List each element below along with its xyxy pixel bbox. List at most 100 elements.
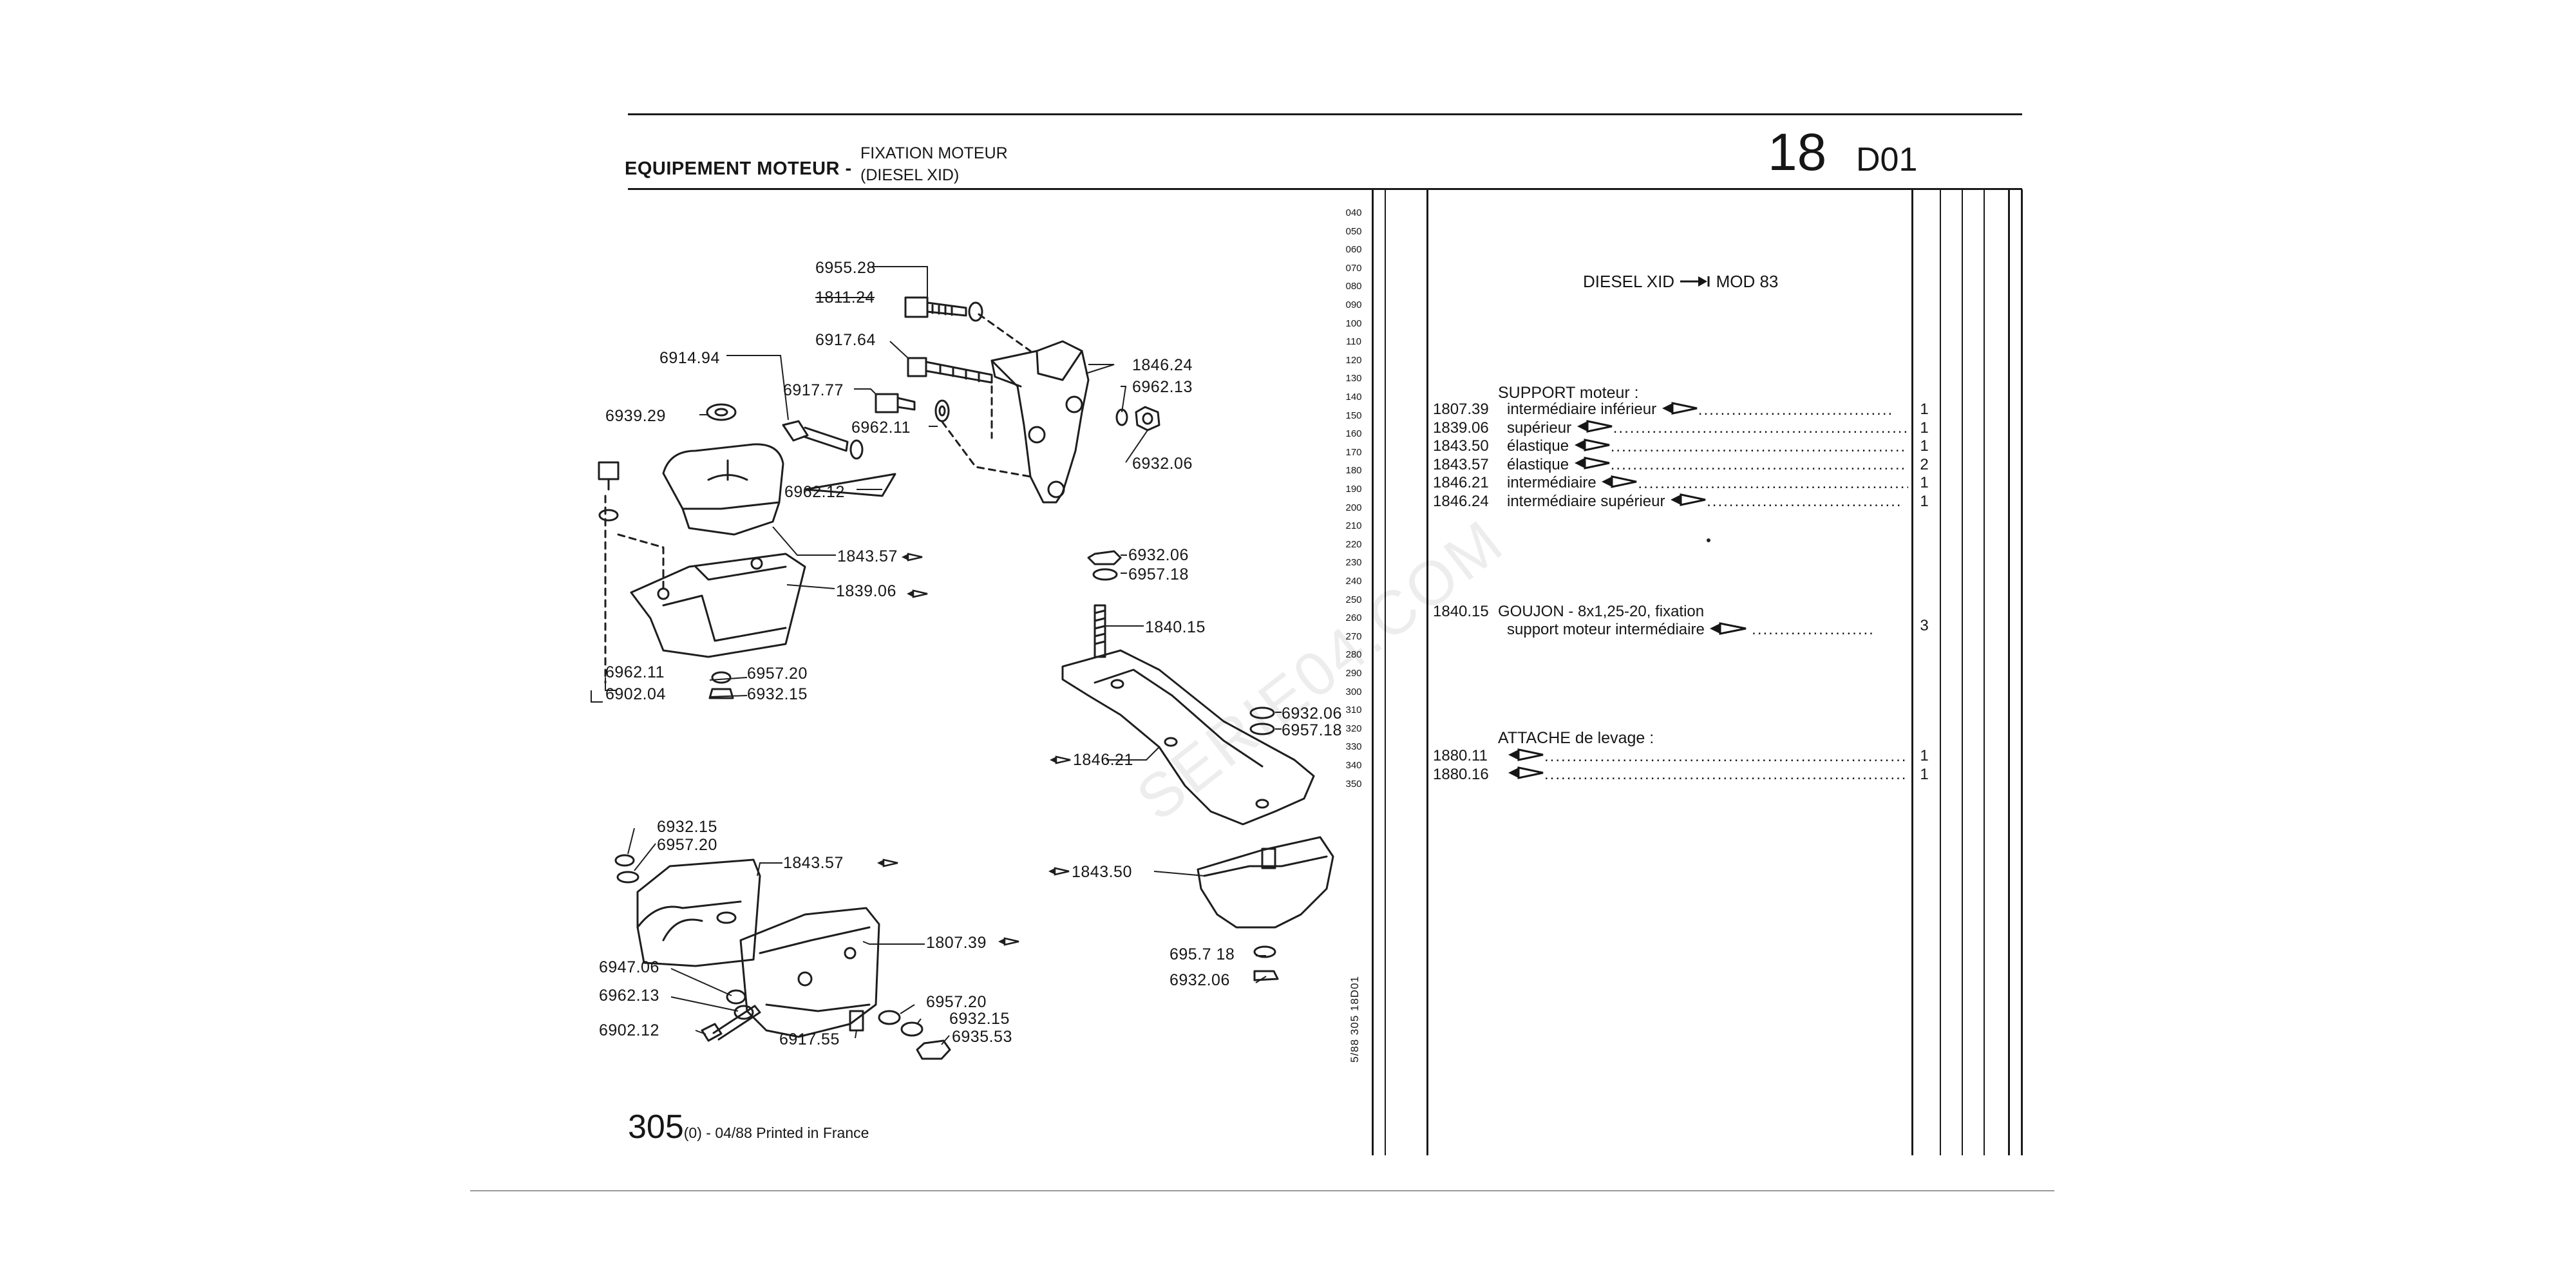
label-1846-21: 1846.21: [1073, 751, 1133, 769]
grid-number: 080: [1345, 281, 1362, 292]
grid-number: 320: [1345, 723, 1362, 734]
grid-number: 130: [1345, 373, 1362, 384]
grid-number: 050: [1345, 225, 1362, 237]
support-item-description: intermédiaire ..........................…: [1507, 474, 1908, 493]
support-heading: SUPPORT moteur :: [1498, 384, 1639, 402]
grid-number: 270: [1345, 630, 1362, 642]
support-item-leader-dots: ........................................…: [1610, 456, 1907, 474]
diamond-arrow-icon: [1573, 456, 1611, 474]
attache-heading: ATTACHE de levage :: [1498, 729, 1654, 747]
label-6902-12: 6902.12: [599, 1021, 659, 1039]
support-item-qty: 1: [1920, 492, 1929, 510]
label-6914-94: 6914.94: [659, 349, 720, 367]
label-6917-77: 6917.77: [783, 381, 844, 399]
support-item-qty: 2: [1920, 455, 1929, 473]
grid-number: 090: [1345, 299, 1362, 310]
header-bottom-rule: [628, 188, 2022, 190]
grid-number: 230: [1345, 557, 1362, 569]
section-title: EQUIPEMENT MOTEUR -: [625, 158, 852, 179]
label-6957-18-bottom: 695.7 18: [1170, 945, 1235, 963]
subtitle-line-1: FIXATION MOTEUR: [860, 144, 1008, 162]
support-item-ref: 1839.06: [1433, 419, 1489, 437]
diamond-arrow-icon: [1669, 493, 1707, 511]
support-item-qty: 1: [1920, 401, 1929, 418]
qty-column-rule-4: [1984, 189, 1985, 1155]
bottom-rule: [470, 1190, 2054, 1191]
label-6917-55: 6917.55: [779, 1030, 840, 1048]
attache-item-qty: 1: [1920, 747, 1929, 764]
goujon-ref: 1840.15: [1433, 603, 1489, 620]
support-item-leader-dots: ........................................…: [1610, 437, 1907, 455]
support-item-description-text: élastique: [1507, 437, 1569, 455]
grid-number: 170: [1345, 446, 1362, 458]
page-footer-text: (0) - 04/88 Printed in France: [683, 1124, 869, 1141]
attache-item-description: ........................................…: [1507, 766, 1905, 784]
diamond-arrow-icon: [1709, 621, 1747, 639]
support-item-qty: 1: [1920, 474, 1929, 491]
grid-number: 180: [1345, 465, 1362, 477]
attache-item-ref: 1880.11: [1433, 747, 1488, 764]
label-6932-15-bottom: 6932.15: [949, 1010, 1010, 1028]
goujon-line-2-text: support moteur intermédiaire: [1507, 621, 1705, 638]
label-1843-57-top: 1843.57: [837, 547, 898, 565]
group-number: 18: [1768, 123, 1827, 182]
attache-item-leader-dots: ........................................…: [1544, 747, 1905, 765]
support-item-description-text: intermédiaire inférieur: [1507, 401, 1657, 418]
label-6947-06: 6947.06: [599, 958, 659, 976]
label-6962-13-top: 6962.13: [1132, 378, 1193, 396]
label-1811-24: 1811.24: [815, 289, 875, 307]
model-name: DIESEL XID: [1583, 272, 1675, 291]
label-6962-13-bottom: 6962.13: [599, 987, 659, 1005]
label-6932-06-center: 6932.06: [1128, 546, 1189, 564]
label-6902-04: 6902.04: [605, 685, 666, 703]
grid-number: 220: [1345, 538, 1362, 550]
support-item-description-text: élastique: [1507, 455, 1569, 473]
subtitle-line-2: (DIESEL XID): [860, 166, 960, 184]
support-item-ref: 1807.39: [1433, 401, 1489, 418]
right-border-rule: [2021, 189, 2023, 1155]
attache-item-ref: 1880.16: [1433, 765, 1489, 783]
goujon-leader-dots: ......................: [1752, 621, 1875, 638]
support-item-description: intermédiaire supérieur ................…: [1507, 493, 1900, 511]
label-6932-15-top: 6932.15: [747, 685, 808, 703]
page-number: 305: [628, 1108, 684, 1146]
support-item-leader-dots: ........................................…: [1707, 493, 1900, 511]
support-item-description: supérieur ..............................…: [1507, 419, 1909, 438]
attache-item-leader-dots: ........................................…: [1544, 766, 1905, 784]
arrow-right-icon: [1679, 273, 1711, 293]
grid-number: 110: [1346, 336, 1361, 348]
label-6917-64: 6917.64: [815, 331, 876, 349]
label-6962-12: 6962.12: [784, 483, 845, 501]
model-suffix: MOD 83: [1716, 272, 1779, 291]
label-6955-28: 6955.28: [815, 259, 876, 277]
support-item-description: élastique ..............................…: [1507, 456, 1907, 475]
page-footer: 305(0) - 04/88 Printed in France: [628, 1108, 869, 1146]
model-heading: DIESEL XID MOD 83: [1583, 272, 1778, 293]
grid-column-rule-3: [1426, 189, 1428, 1155]
label-6957-20-left: 6957.20: [657, 836, 717, 854]
label-6957-18-right: 6957.18: [1282, 721, 1342, 739]
support-item-qty: 1: [1920, 437, 1929, 455]
label-6957-20-bottom: 6957.20: [926, 993, 987, 1011]
label-6932-06-top: 6932.06: [1132, 455, 1193, 473]
support-item-ref: 1846.24: [1433, 492, 1489, 510]
support-item-leader-dots: ........................................…: [1638, 474, 1909, 492]
support-item-ref: 1843.50: [1433, 437, 1489, 455]
label-6962-11-top: 6962.11: [851, 419, 911, 437]
attache-item-qty: 1: [1920, 765, 1929, 783]
grid-number: 140: [1345, 392, 1362, 402]
support-item-description: intermédiaire inférieur ................…: [1507, 401, 1891, 419]
label-1807-39: 1807.39: [926, 934, 987, 952]
grid-number: 310: [1345, 705, 1362, 716]
diamond-arrow-icon: [1507, 766, 1544, 784]
grid-number: 210: [1345, 520, 1362, 532]
label-1840-15: 1840.15: [1145, 618, 1206, 636]
support-item-description-text: intermédiaire: [1507, 474, 1596, 491]
grid-number: 100: [1345, 317, 1362, 329]
header-top-rule: [628, 113, 2022, 115]
grid-number: 070: [1345, 262, 1362, 274]
grid-number: 040: [1345, 207, 1362, 218]
label-1843-50: 1843.50: [1072, 863, 1132, 881]
grid-number: 350: [1345, 778, 1362, 790]
support-item-description-text: supérieur: [1507, 419, 1572, 437]
